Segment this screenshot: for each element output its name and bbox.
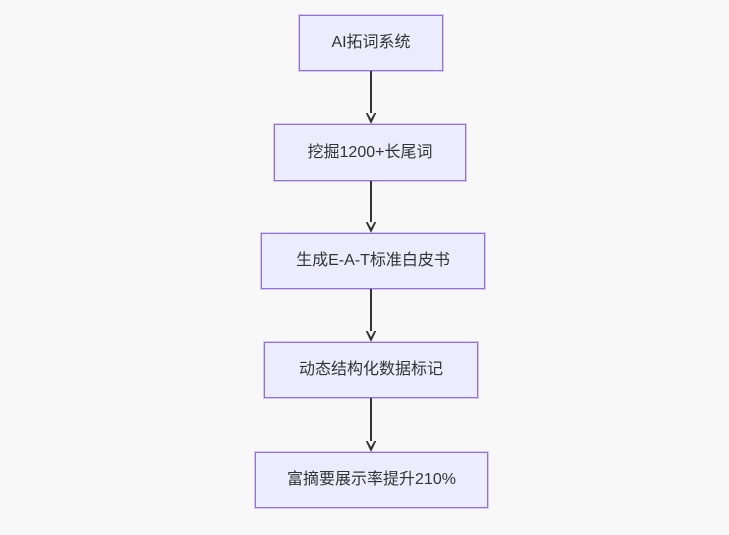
flow-node-mine-longtail-keywords: 挖掘1200+长尾词 bbox=[274, 124, 466, 181]
flow-node-dynamic-structured-data-markup: 动态结构化数据标记 bbox=[264, 342, 478, 398]
flow-node-generate-eat-whitepaper: 生成E-A-T标准白皮书 bbox=[261, 233, 485, 289]
arrow-line bbox=[370, 289, 372, 331]
arrow-down-icon bbox=[365, 441, 377, 452]
flow-arrow-2 bbox=[365, 181, 377, 233]
flow-node-label: 挖掘1200+长尾词 bbox=[307, 143, 433, 161]
arrow-down-icon bbox=[365, 331, 377, 342]
arrow-down-icon bbox=[365, 222, 377, 233]
flow-node-label: 生成E-A-T标准白皮书 bbox=[296, 252, 450, 270]
flow-arrow-4 bbox=[365, 398, 377, 452]
arrow-line bbox=[370, 181, 372, 222]
arrow-line bbox=[370, 398, 372, 441]
flow-arrow-1 bbox=[365, 71, 377, 124]
flow-node-label: 富摘要展示率提升210% bbox=[287, 471, 456, 489]
flow-node-label: AI拓词系统 bbox=[331, 34, 411, 52]
flow-node-label: 动态结构化数据标记 bbox=[298, 361, 443, 379]
flow-node-rich-snippet-rate-increase: 富摘要展示率提升210% bbox=[255, 452, 488, 508]
flow-node-ai-word-expansion-system: AI拓词系统 bbox=[299, 15, 443, 71]
arrow-line bbox=[370, 71, 372, 113]
arrow-down-icon bbox=[365, 113, 377, 124]
flow-arrow-3 bbox=[365, 289, 377, 342]
